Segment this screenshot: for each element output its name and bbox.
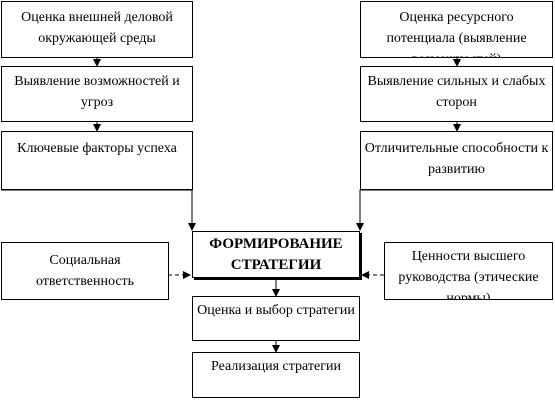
label-management-values: Ценности высшего руководства (этические … <box>398 249 539 300</box>
label-strengths-weaknesses: Выявление сильных и слабых сторон <box>367 74 546 110</box>
label-strategy-implementation: Реализация стратегии <box>211 359 341 374</box>
box-strategy-evaluation: Оценка и выбор стратегии <box>192 296 360 341</box>
label-distinctive-capabilities: Отличительные способности к развитию <box>364 141 549 177</box>
box-external-assessment: Оценка внешней деловой окружающей среды <box>1 1 193 58</box>
arrow-right-to-center <box>356 189 553 231</box>
label-strategy-formation: ФОРМИРОВАНИЕ СТРАТЕГИИ <box>209 236 343 273</box>
box-social-responsibility: Социальная ответственность <box>1 242 169 300</box>
box-resource-assessment: Оценка ресурсного потенциала (выявление … <box>360 1 553 58</box>
box-strengths-weaknesses: Выявление сильных и слабых сторон <box>360 66 553 122</box>
box-key-success-factors: Ключевые факторы успеха <box>1 131 193 190</box>
label-opportunities-threats: Выявление возможностей и угроз <box>14 74 180 110</box>
label-key-success-factors: Ключевые факторы успеха <box>17 141 177 156</box>
box-strategy-implementation: Реализация стратегии <box>192 352 360 398</box>
box-distinctive-capabilities: Отличительные способности к развитию <box>360 131 553 190</box>
box-strategy-formation: ФОРМИРОВАНИЕ СТРАТЕГИИ <box>192 231 360 278</box>
label-external-assessment: Оценка внешней деловой окружающей среды <box>21 10 173 46</box>
label-social-responsibility: Социальная ответственность <box>35 253 135 289</box>
label-strategy-evaluation: Оценка и выбор стратегии <box>197 303 355 318</box>
label-resource-assessment: Оценка ресурсного потенциала (выявление … <box>386 10 527 57</box>
box-management-values: Ценности высшего руководства (этические … <box>384 242 553 300</box>
box-opportunities-threats: Выявление возможностей и угроз <box>1 66 193 122</box>
arrow-left-to-center <box>1 189 196 231</box>
